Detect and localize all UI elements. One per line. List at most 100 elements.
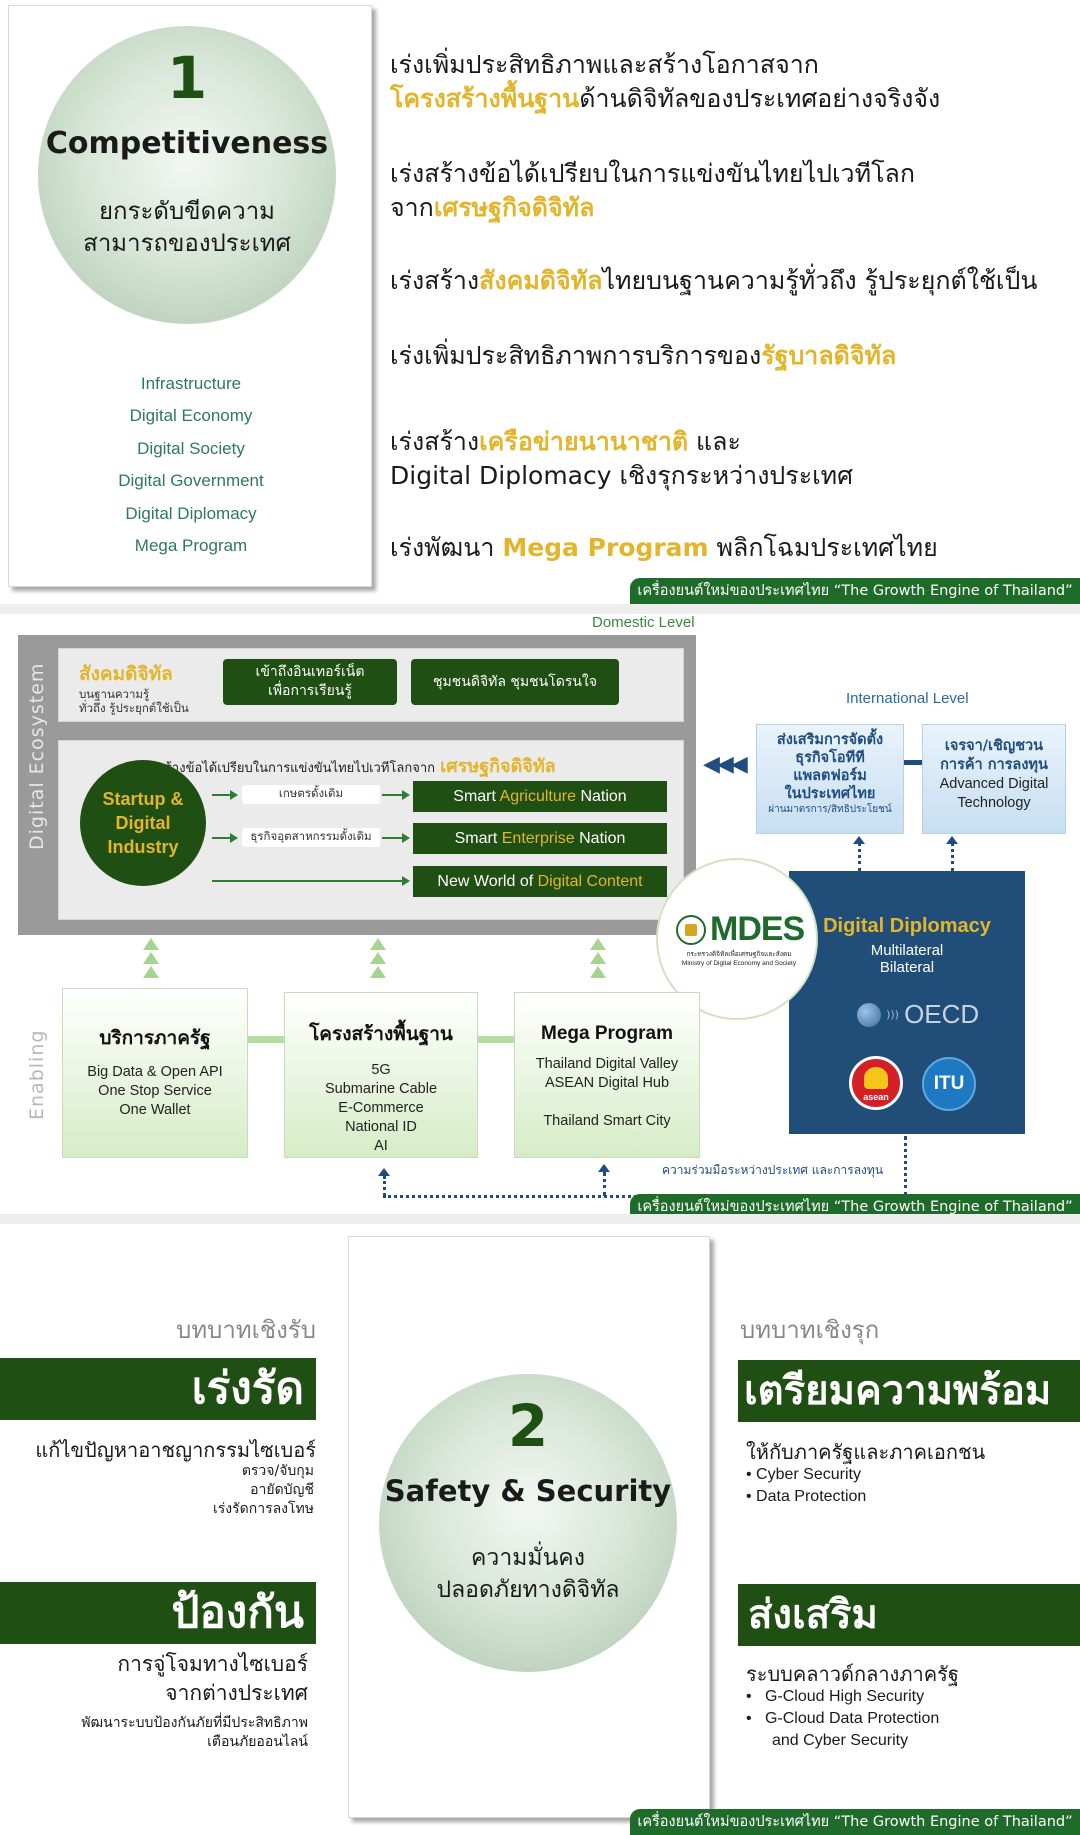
prevent-items: พัฒนาระบบป้องกันภัยที่มีประสิทธิภาพ เตือ… [81,1714,308,1752]
arrow-to-agri-tag [212,790,238,800]
pillar-item: Digital Government [118,471,264,491]
goal-mega-program: เร่งพัฒนา Mega Program พลิกโฉมประเทศไทย [390,531,938,565]
intl-line: ธุรกิจโอทีที [795,750,865,766]
enabling-label: Enabling [26,1029,48,1120]
reactive-role-label: บทบาทเชิงรับ [176,1316,316,1344]
nation-text: Nation [576,788,627,805]
oecd-logo: ))) OECD [857,999,980,1029]
goal-text: เร่งสร้างข้อได้เปรียบในการแข่งขันไทยไปเว… [390,159,915,188]
traditional-agriculture-tag: เกษตรดั้งเดิม [242,785,380,804]
growth-engine-footer: เครื่องยนต์ใหม่ของประเทศไทย “The Growth … [630,578,1080,604]
society-sub-line: บนฐานความรู้ [79,687,150,701]
goal-text: เร่งสร้าง [390,266,480,295]
nation-text: New World of [437,873,538,890]
mdes-logo-circle: MDES กระทรวงดิจิทัลเพื่อเศรษฐกิจและสังคม… [656,858,818,1020]
intl-line: ส่งเสริมการจัดตั้ง [776,732,884,748]
goal-highlight: เศรษฐกิจดิจิทัล [433,193,595,222]
enable-title: โครงสร้างพื้นฐาน [309,1023,453,1045]
economy-lead: สร้างข้อได้เปรียบในการแข่งขันไทยไปเวทีโล… [157,761,435,776]
society-sub-line: ทั่วถึง รู้ประยุกต์ใช้เป็น [79,701,189,715]
section-divider [0,1214,1080,1224]
goal-economy: เร่งสร้างข้อได้เปรียบในการแข่งขันไทยไปเว… [390,157,915,225]
promote-main: ระบบคลาวด์กลางภาครัฐ [746,1662,959,1686]
section-divider [0,604,1080,614]
mdes-caption-th: กระทรวงดิจิทัลเพื่อเศรษฐกิจและสังคม [686,950,792,958]
enable-line: 5G [371,1062,391,1078]
goal-infrastructure: เร่งเพิ่มประสิทธิภาพและสร้างโอกาสจาก โคร… [390,48,940,116]
enabling-connector [248,1036,284,1043]
goal-highlight: สังคมดิจิทัล [479,266,603,295]
digital-diplomacy-title: Digital Diplomacy [823,915,991,937]
prevent-item: เตือนภัยออนไลน์ [207,1734,308,1750]
economy-highlight: เศรษฐกิจดิจิทัล [440,756,556,777]
pillar-title: Competitiveness [45,126,329,161]
digital-community-box: ชุมชนดิจิทัล ชุมชนโดรนใจ [411,659,619,705]
prepare-main: ให้กับภาครัฐและภาคเอกชน [746,1440,986,1464]
digital-content-box: New World of Digital Content [413,866,667,897]
society-title: สังคมดิจิทัล [79,663,173,685]
goal-highlight: เครือข่ายนานาชาติ [479,427,689,456]
goal-text: เร่งเพิ่มประสิทธิภาพและสร้างโอกาสจาก [390,50,819,79]
promote-item: and Cyber Security [772,1732,909,1749]
arrow-to-digital-content [212,876,410,886]
mdes-wordmark: MDES [710,910,805,948]
government-services-box: บริการภาครัฐ Big Data & Open API One Sto… [62,988,248,1158]
smart-enterprise-nation-box: Smart Enterprise Nation [413,823,667,854]
pillar-item: Infrastructure [140,374,242,393]
pillar-number: 1 [166,44,208,112]
up-arrow-icon [378,1168,390,1176]
enable-line: AI [374,1138,388,1154]
accelerate-item: ตรวจ/จับกุม [241,1463,314,1479]
nation-highlight: Digital Content [537,873,643,890]
intl-en-line: Advanced Digital [939,776,1049,792]
box-line: เข้าถึงอินเทอร์เน็ต [255,664,365,680]
digital-diplomacy-panel: Digital Diplomacy Multilateral Bilateral… [789,871,1025,1134]
enable-title: บริการภาครัฐ [99,1027,211,1049]
goal-text: เร่งสร้าง [390,427,480,456]
goal-text: พลิกโฉมประเทศไทย [708,533,938,562]
up-arrow-icon [598,1164,610,1172]
prevent-item: พัฒนาระบบป้องกันภัยที่มีประสิทธิภาพ [81,1715,308,1731]
mdes-caption: กระทรวงดิจิทัลเพื่อเศรษฐกิจและสังคม Mini… [674,950,804,968]
pillar-subtitle-line2: ปลอดภัยทางดิจิทัล [436,1577,620,1603]
infrastructure-box: โครงสร้างพื้นฐาน 5G Submarine Cable E-Co… [284,992,478,1158]
prevent-banner: ป้องกัน [0,1582,316,1644]
startup-line: Industry [107,837,179,857]
trade-investment-box: เจรจา/เชิญชวน การค้า การลงทุน Advanced D… [922,724,1066,834]
enable-line: One Stop Service [98,1083,212,1099]
pillar-item: Digital Diplomacy [125,503,257,523]
enable-line: Thailand Digital Valley [535,1056,679,1072]
startup-line: Startup & [102,789,184,809]
cooperation-label: ความร่วมมือระหว่างประเทศ และการลงทุน [662,1163,884,1177]
prevent-main-line: จากต่างประเทศ [165,1681,308,1705]
pillar-subtitle-line1: ความมั่นคง [471,1545,585,1571]
digital-ecosystem-section: Domestic Level Digital Ecosystem สังคมดิ… [0,610,1080,1220]
goal-text: ไทยบนฐานความรู้ทั่วถึง รู้ประยุกต์ใช้เป็… [602,266,1038,295]
nation-highlight: Agriculture [499,788,576,805]
prevent-main-line: การจู่โจมทางไซเบอร์ [117,1652,308,1676]
intl-line: เจรจา/เชิญชวน [944,738,1044,754]
intl-line: การค้า การลงทุน [940,757,1048,773]
goal-text: ด้านดิจิทัลของประเทศอย่างจริงจัง [579,84,941,113]
society-subtitle: บนฐานความรู้ ทั่วถึง รู้ประยุกต์ใช้เป็น [79,687,189,715]
asean-logo: asean [849,1056,903,1110]
itu-logo: ITU [922,1057,976,1111]
pillar-subtitle-line1: ยกระดับขีดความ [98,197,275,225]
nation-text: Smart [454,830,502,847]
prevent-main: การจู่โจมทางไซเบอร์ จากต่างประเทศ [117,1650,308,1708]
seal-emblem-icon [685,924,697,936]
competitiveness-card: 1 Competitiveness ยกระดับขีดความ สามารถข… [8,5,372,587]
oecd-text: OECD [904,999,980,1029]
arrow-to-agri-nation [382,790,410,800]
mdes-caption-en: Ministry of Digital Economy and Society [681,960,797,967]
globe-icon [857,1002,881,1027]
traditional-industry-tag: ธุรกิจอุตสาหกรรมดั้งเดิม [242,828,380,847]
arrow-to-industry-tag [212,833,238,843]
enable-line: ASEAN Digital Hub [544,1075,670,1091]
multilateral-label: Multilateral [870,942,944,959]
safety-security-section: 2 Safety & Security ความมั่นคง ปลอดภัยทา… [0,1224,1080,1835]
enable-line: Big Data & Open API [87,1064,223,1080]
intl-subline: ผ่านมาตรการ/สิทธิประโยชน์ [768,804,892,815]
economy-heading: สร้างข้อได้เปรียบในการแข่งขันไทยไปเวทีโล… [157,751,556,780]
enable-line: Submarine Cable [324,1081,438,1097]
